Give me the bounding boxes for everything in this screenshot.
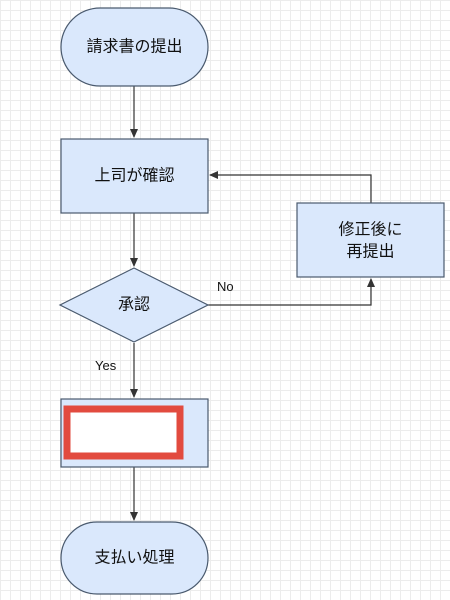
edge-label-yes: Yes bbox=[95, 358, 117, 373]
end-node: 支払い処理 bbox=[60, 521, 209, 595]
end-node-label: 支払い処理 bbox=[94, 548, 174, 567]
start-node: 請求書の提出 bbox=[60, 7, 209, 87]
decision-node: 承認 bbox=[58, 267, 210, 343]
start-node-label: 請求書の提出 bbox=[86, 37, 182, 56]
check-node-label: 上司が確認 bbox=[94, 166, 174, 185]
decision-node-label: 承認 bbox=[118, 295, 150, 314]
revise-node-label-line1: 修正後に bbox=[338, 220, 402, 239]
check-node: 上司が確認 bbox=[60, 138, 209, 214]
edge-revise-to-check bbox=[209, 171, 372, 203]
edge-label-no: No bbox=[217, 279, 234, 294]
revise-node-label-line2: 再提出 bbox=[346, 242, 394, 261]
edge-decision-no-to-revise bbox=[208, 278, 375, 306]
highlighted-blank-box bbox=[63, 405, 184, 460]
revise-node: 修正後に 再提出 bbox=[296, 202, 445, 278]
hidden-node bbox=[60, 398, 209, 468]
